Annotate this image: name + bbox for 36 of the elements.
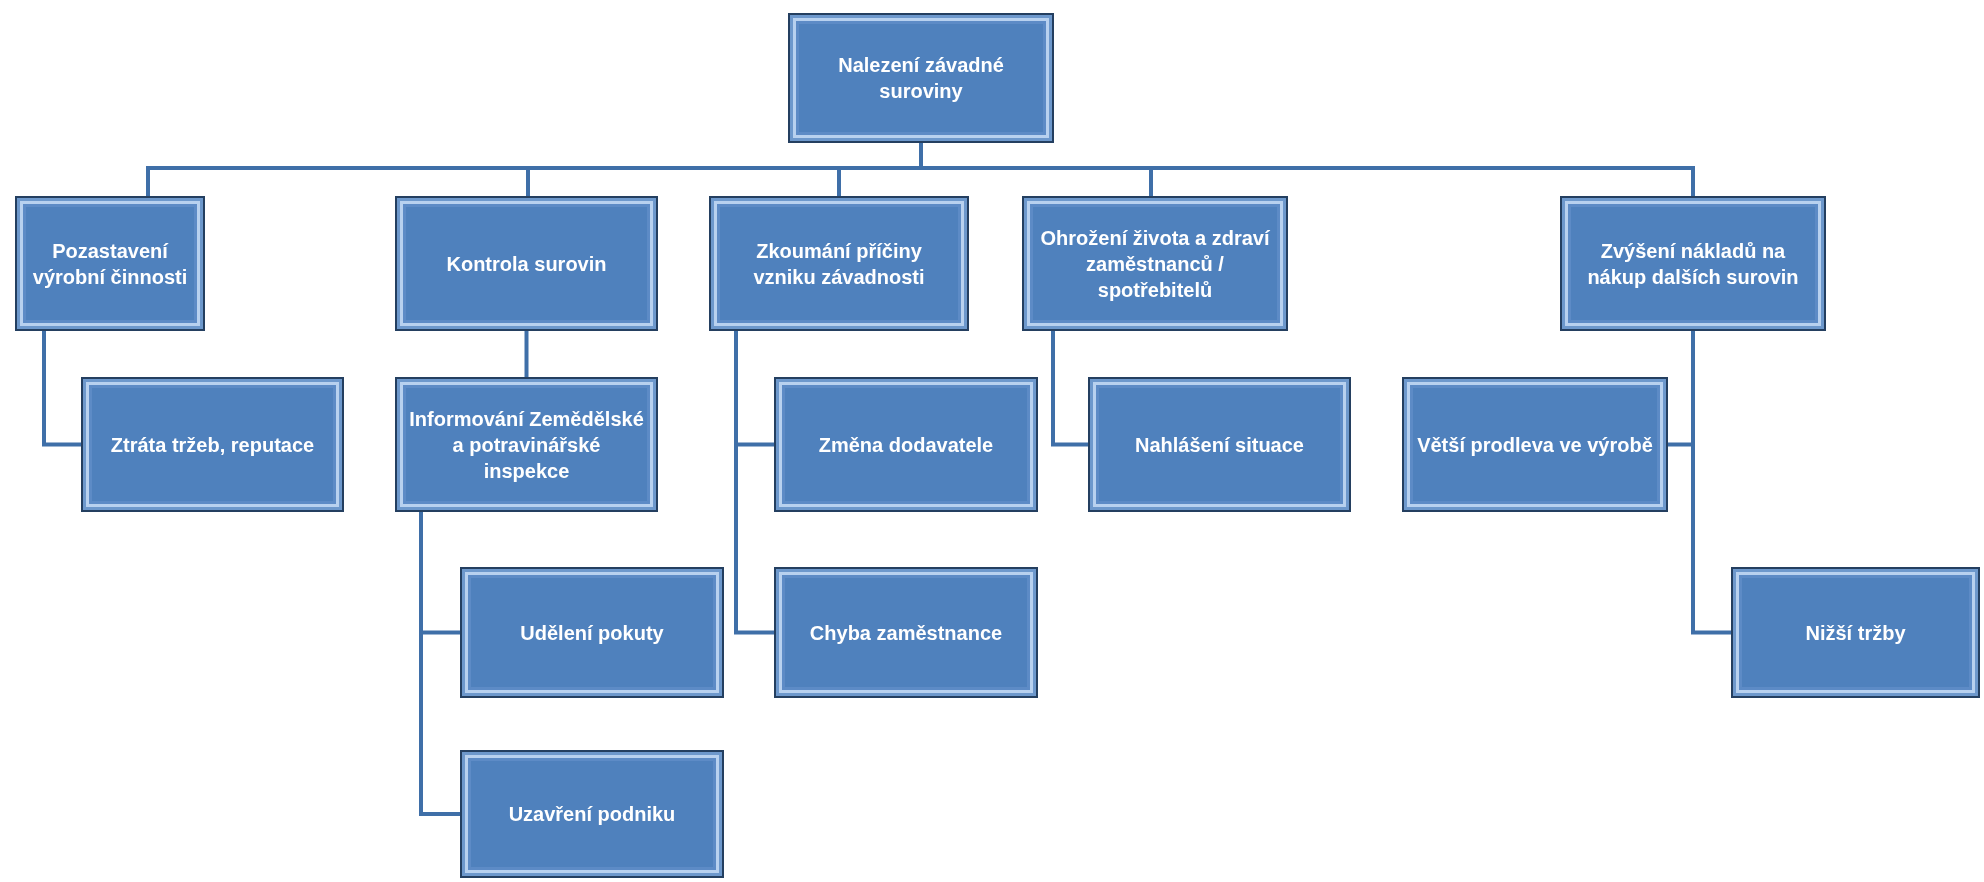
process-box bbox=[395, 377, 658, 512]
box-label: Změna dodavatele bbox=[818, 432, 994, 458]
connector-line bbox=[419, 512, 460, 816]
box-label: Zvýšení nákladů na nákup dalších surovin bbox=[1586, 238, 1800, 290]
process-box bbox=[395, 196, 658, 331]
box-label: Nahlášení situace bbox=[1135, 432, 1304, 458]
box-label: Zkoumání příčiny vzniku závadnosti bbox=[752, 238, 926, 290]
process-box bbox=[15, 196, 205, 331]
process-box bbox=[1022, 196, 1288, 331]
process-box bbox=[1088, 377, 1351, 512]
connector-line bbox=[734, 331, 774, 635]
process-box bbox=[460, 567, 724, 698]
process-box bbox=[81, 377, 344, 512]
process-box bbox=[460, 750, 724, 878]
box-label: Větší prodleva ve výrobě bbox=[1417, 432, 1653, 458]
box-label: Kontrola surovin bbox=[446, 251, 607, 277]
process-box bbox=[788, 13, 1054, 143]
connector-line bbox=[1691, 331, 1731, 635]
process-box bbox=[1402, 377, 1668, 512]
connector-line bbox=[1051, 331, 1088, 447]
process-box bbox=[774, 377, 1038, 512]
box-label: Nalezení závadné suroviny bbox=[837, 53, 1005, 104]
process-box bbox=[1731, 567, 1980, 698]
connector-line bbox=[524, 331, 529, 377]
process-box bbox=[709, 196, 969, 331]
box-label: Ohrožení života a zdraví zaměstnanců / spotřebitelů bbox=[1039, 225, 1271, 303]
box-label: Uzavření podniku bbox=[508, 802, 676, 827]
box-label: Chyba zaměstnance bbox=[809, 620, 1003, 646]
process-box bbox=[1560, 196, 1826, 331]
box-label: Nižší tržby bbox=[1805, 620, 1906, 646]
box-label: Informování Zemědělské a potravinářské inspekce bbox=[409, 406, 644, 484]
box-label: Ztráta tržeb, reputace bbox=[110, 432, 315, 458]
box-label: Udělení pokuty bbox=[520, 620, 664, 646]
process-box bbox=[774, 567, 1038, 698]
box-label: Pozastavení výrobní činnosti bbox=[31, 238, 189, 290]
connector-line bbox=[42, 331, 81, 447]
